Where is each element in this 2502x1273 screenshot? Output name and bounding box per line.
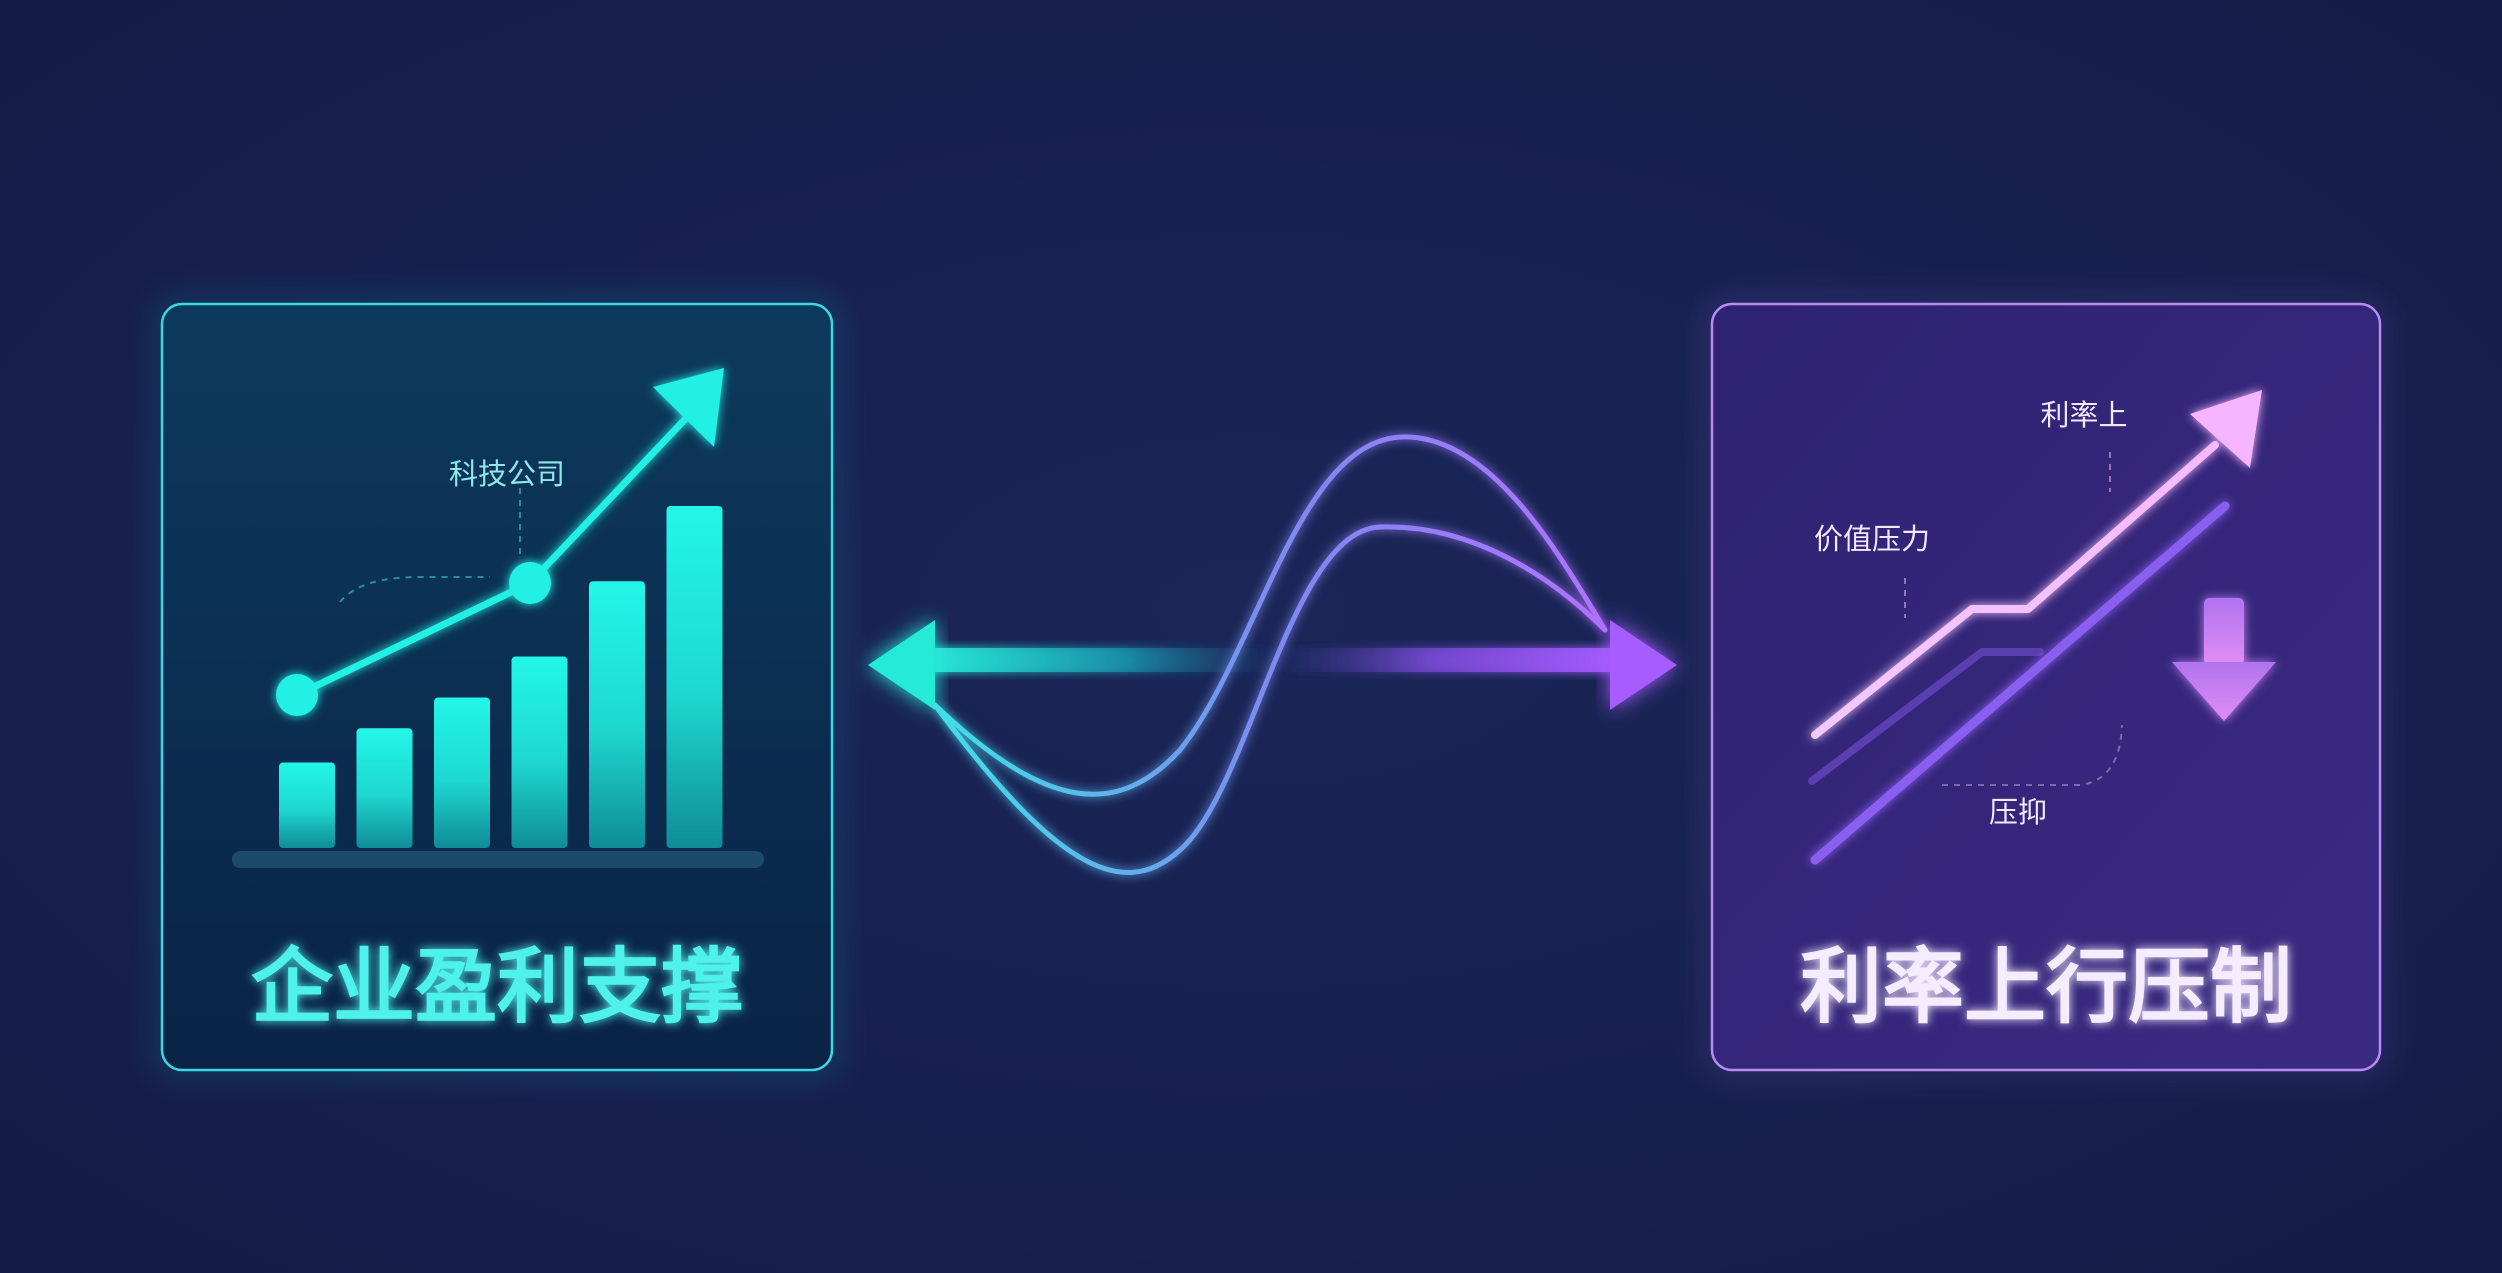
connector — [868, 434, 1677, 875]
left-panel-title: 企业盈利支撑 — [251, 940, 743, 1035]
right-panel-title: 利率上行压制 — [1800, 940, 2292, 1035]
right-panel-frame — [1710, 302, 2382, 1072]
down-arrow-icon — [2172, 598, 2276, 721]
bar-4 — [511, 656, 568, 848]
trend-mid-dot — [509, 562, 551, 604]
right-annotation-top: 利率上 — [2040, 398, 2127, 432]
annotation-leader-bottom — [1942, 724, 2123, 786]
left-panel: 科技公司 企业盈利支撑 — [157, 299, 837, 1075]
right-arrowhead — [1610, 620, 1677, 710]
bar-5 — [589, 581, 645, 848]
bar-group — [279, 506, 723, 848]
dashed-guide — [339, 576, 490, 603]
bar-3 — [434, 697, 490, 848]
right-annotation-bottom: 压抑 — [1989, 795, 2047, 829]
pressure-line — [1810, 501, 2230, 865]
bar-2 — [356, 728, 413, 848]
bar-1 — [279, 762, 335, 848]
right-annotation-mid: 价值压力 — [1814, 522, 1930, 556]
left-annotation: 科技公司 — [449, 457, 565, 491]
right-panel: 利率上 价值压力 压抑 利率上行压制 — [1707, 299, 2385, 1075]
trend-start-dot — [276, 674, 318, 716]
secondary-line — [1808, 648, 2044, 785]
bar-6 — [666, 506, 723, 848]
left-panel-frame — [160, 302, 834, 1072]
left-arrowhead — [868, 620, 935, 710]
intertwined-waves-icon — [932, 434, 1608, 875]
chart-baseline — [232, 851, 764, 868]
trend-up-arrow-icon-right — [1811, 390, 2262, 739]
